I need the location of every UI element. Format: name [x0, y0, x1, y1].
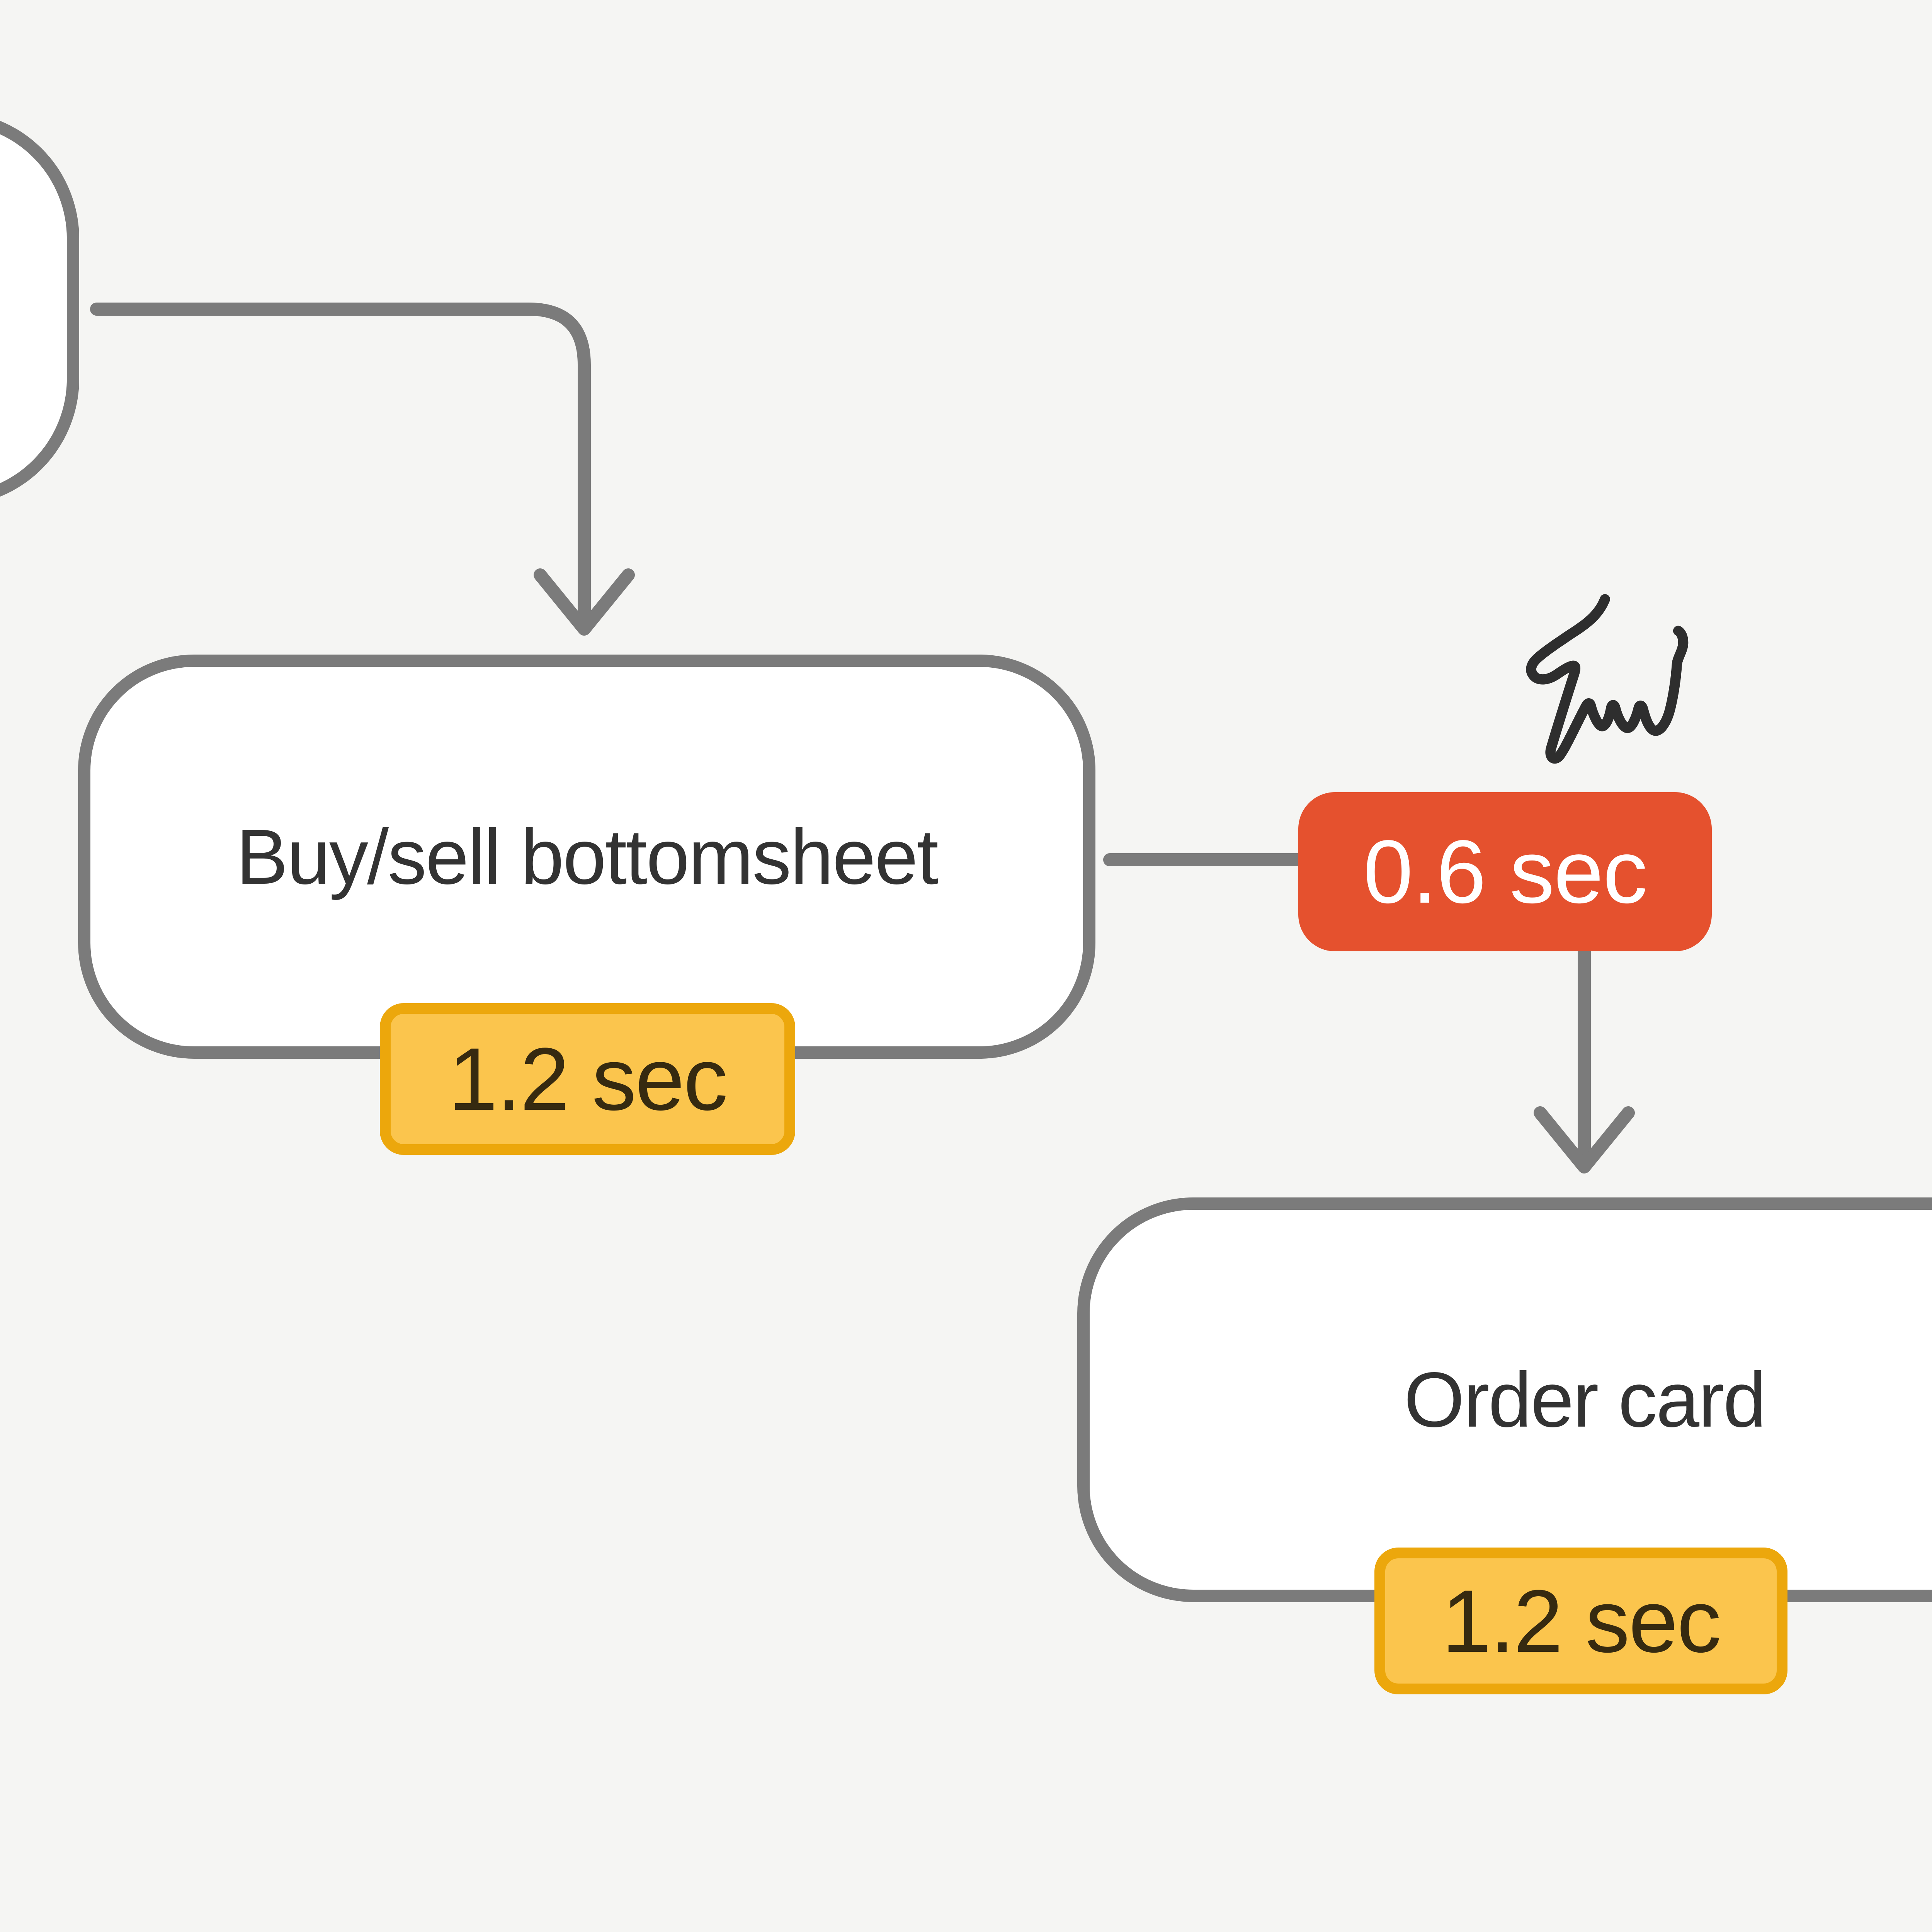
- duration-badge-order-card[interactable]: 1.2 sec: [1374, 1548, 1787, 1694]
- connector-partial-to-buysell[interactable]: [90, 303, 591, 634]
- duration-badge-buy-sell[interactable]: 1.2 sec: [380, 1003, 795, 1155]
- pointing-hand-doodle-stroke: [1526, 594, 1689, 764]
- node-buy-sell-label: Buy/sell bottomsheet: [236, 813, 939, 900]
- arrowhead-into-buysell-icon[interactable]: [534, 568, 635, 636]
- duration-badge-order-card-label: 1.2 sec: [1442, 1571, 1721, 1671]
- arrowhead-into-order-icon[interactable]: [1534, 1106, 1635, 1173]
- node-order-card[interactable]: Order card: [1077, 1197, 1932, 1602]
- node-order-card-label: Order card: [1404, 1356, 1766, 1443]
- edge-delay-badge-label: 0.6 sec: [1363, 821, 1648, 922]
- node-partial-top-left[interactable]: [0, 111, 79, 506]
- edge-delay-badge[interactable]: 0.6 sec: [1298, 792, 1712, 951]
- duration-badge-buy-sell-label: 1.2 sec: [448, 1029, 728, 1129]
- pointing-hand-doodle[interactable]: [1515, 580, 1716, 781]
- node-buy-sell-bottomsheet[interactable]: Buy/sell bottomsheet: [78, 655, 1095, 1059]
